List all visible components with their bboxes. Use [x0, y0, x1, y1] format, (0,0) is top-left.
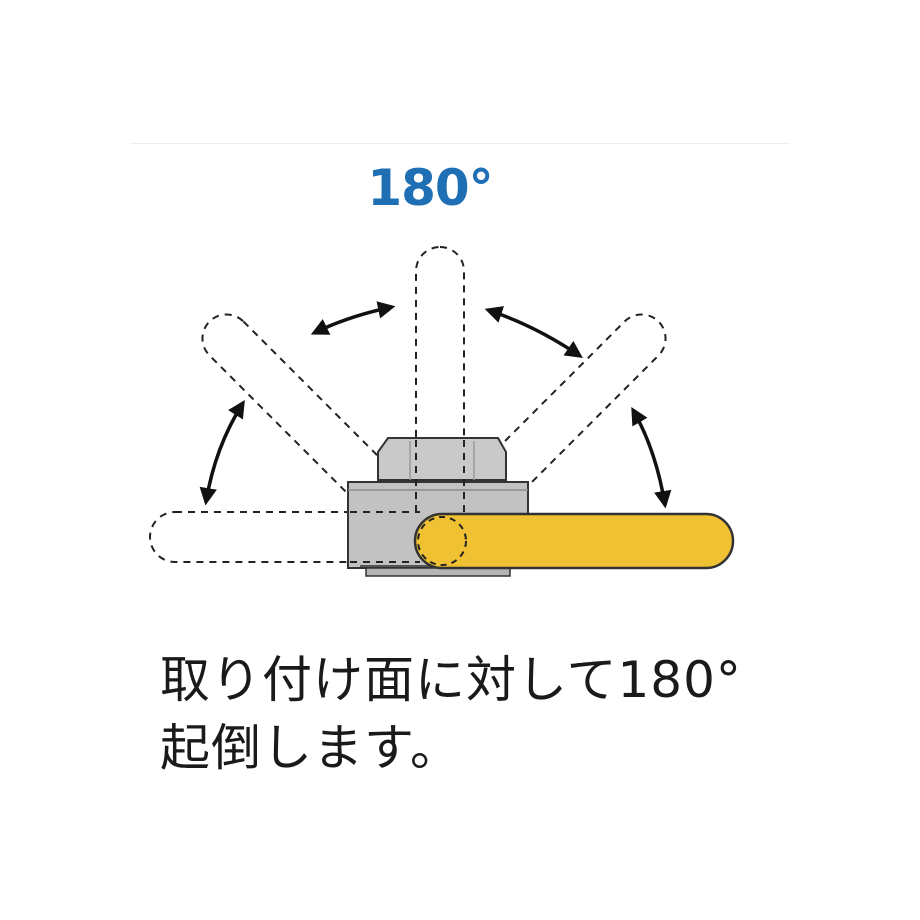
top-divider: [130, 143, 790, 144]
caption-line-2: 起倒します。: [160, 719, 461, 777]
ghost-handle-upper-left: [201, 313, 399, 511]
rotation-arrow-icon: [310, 301, 396, 335]
rotation-arrow-icon: [631, 406, 672, 509]
caption-line-1: 取り付け面に対して180°: [160, 651, 742, 709]
rotation-arrows: [199, 301, 672, 509]
rotation-arrow-icon: [484, 306, 583, 358]
rotation-angle-label: 180°: [367, 159, 493, 217]
hidden-edges: [350, 440, 465, 563]
ring-handle-icon: [413, 512, 735, 570]
caption-text: 取り付け面に対して180° 起倒します。: [160, 646, 860, 782]
ghost-handle-left: [149, 511, 371, 563]
rotation-arrow-icon: [199, 400, 245, 506]
